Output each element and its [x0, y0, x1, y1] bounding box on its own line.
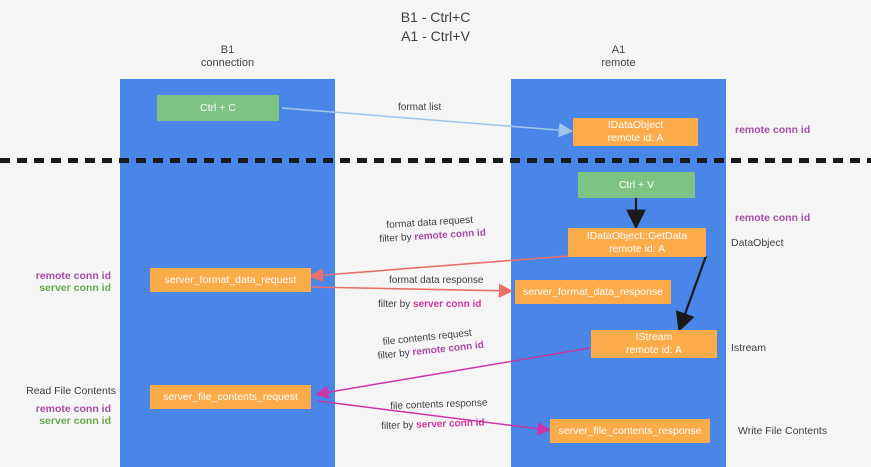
arrow-format-data-response — [311, 283, 514, 298]
annotation-left-server-conn-id-2: server conn id — [39, 415, 111, 427]
filter-prefix: filter by — [377, 347, 414, 362]
annotation-write-file-contents: Write File Contents — [738, 425, 828, 437]
annotation-left-remote-conn-id: remote conn id — [35, 270, 111, 282]
annotation-dataobject: DataObject — [731, 237, 784, 249]
box-server-file-contents-response[interactable]: server_file_contents_response — [550, 419, 710, 443]
box-idataobject-getdata[interactable]: IDataObject::GetData remote id: A — [568, 228, 706, 257]
box-server-file-contents-request[interactable]: server_file_contents_request — [150, 385, 311, 409]
label-file-contents-response: file contents response — [390, 397, 488, 412]
box-idataobject[interactable]: IDataObject remote id: A — [573, 118, 698, 146]
box-ctrl-v[interactable]: Ctrl + V — [578, 172, 695, 198]
annotation-remote-conn-id-mid: remote conn id — [735, 212, 811, 224]
label-file-contents-response-filter: filter by server conn id — [381, 416, 485, 433]
filter-key-remote-conn-id: remote conn id — [414, 227, 487, 243]
annotation-remote-conn-id-top: remote conn id — [735, 124, 811, 136]
filter-key-server-conn-id: server conn id — [413, 299, 482, 310]
column-header-a1: A1 remote — [601, 44, 636, 69]
annotation-istream: Istream — [731, 342, 767, 354]
filter-prefix: filter by — [381, 419, 417, 432]
annotation-left-remote-conn-id-2: remote conn id — [35, 403, 111, 415]
annotation-read-file-contents: Read File Contents — [26, 385, 116, 397]
filter-prefix: filter by — [379, 231, 415, 245]
page-title: B1 - Ctrl+C A1 - Ctrl+V — [400, 9, 471, 44]
label-format-data-response: format data response — [389, 275, 484, 286]
column-header-b1: B1 connection — [200, 44, 255, 69]
label-format-data-response-filter: filter by server conn id — [378, 298, 481, 311]
box-server-format-data-request[interactable]: server_format_data_request — [150, 268, 311, 292]
box-istream[interactable]: IStream remote id: A — [591, 330, 717, 358]
box-ctrl-c[interactable]: Ctrl + C — [157, 95, 279, 121]
filter-prefix: filter by — [378, 299, 414, 310]
annotation-left-server-conn-id: server conn id — [39, 282, 111, 294]
box-server-format-data-response[interactable]: server_format_data_response — [515, 280, 671, 304]
label-format-list: format list — [398, 102, 442, 113]
filter-key-server-conn-id: server conn id — [416, 417, 485, 431]
